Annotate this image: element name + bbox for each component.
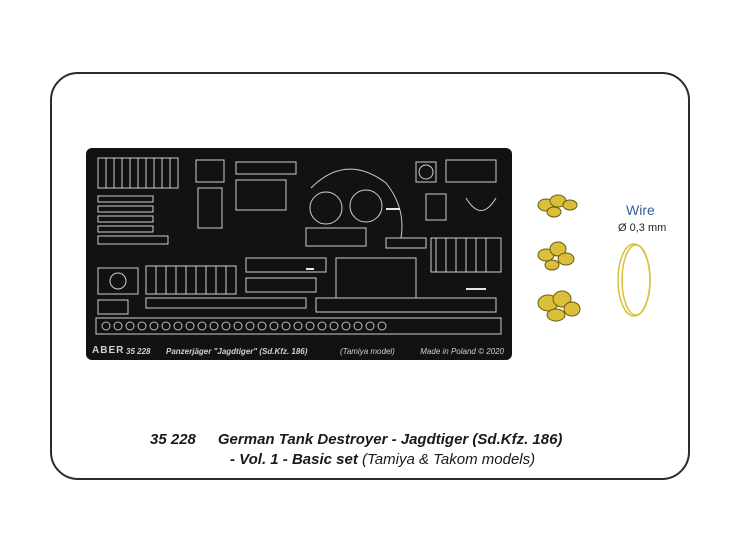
product-subtitle-bold: - Vol. 1 - Basic set bbox=[230, 451, 358, 468]
fret-made-in: Made in Poland © 2020 bbox=[420, 347, 504, 356]
fret-code: 35 228 bbox=[126, 347, 151, 356]
fret-model: (Tamiya model) bbox=[340, 347, 395, 356]
product-subtitle: - Vol. 1 - Basic set (Tamiya & Takom mod… bbox=[150, 450, 620, 470]
fret-parts-drawing bbox=[95, 157, 502, 335]
fret-name: Panzerjäger "Jagdtiger" (Sd.Kfz. 186) bbox=[166, 347, 308, 356]
product-code: 35 228 bbox=[150, 431, 196, 448]
wire-title: Wire bbox=[626, 202, 655, 218]
product-subtitle-light: (Tamiya & Takom models) bbox=[362, 451, 536, 468]
photo-etched-fret: ABER 35 228 Panzerjäger "Jagdtiger" (Sd.… bbox=[86, 148, 512, 360]
product-caption: 35 228 German Tank Destroyer - Jagdtiger … bbox=[150, 430, 620, 470]
product-title: German Tank Destroyer - Jagdtiger (Sd.Kf… bbox=[217, 431, 563, 448]
brass-parts bbox=[537, 194, 581, 322]
brass-part-2 bbox=[537, 241, 575, 271]
fret-brand: ABER bbox=[92, 345, 125, 356]
brass-part-3 bbox=[537, 290, 581, 322]
wire-coil bbox=[617, 243, 651, 317]
brass-part-1 bbox=[537, 194, 578, 218]
wire-diameter: Ø 0,3 mm bbox=[618, 222, 667, 234]
